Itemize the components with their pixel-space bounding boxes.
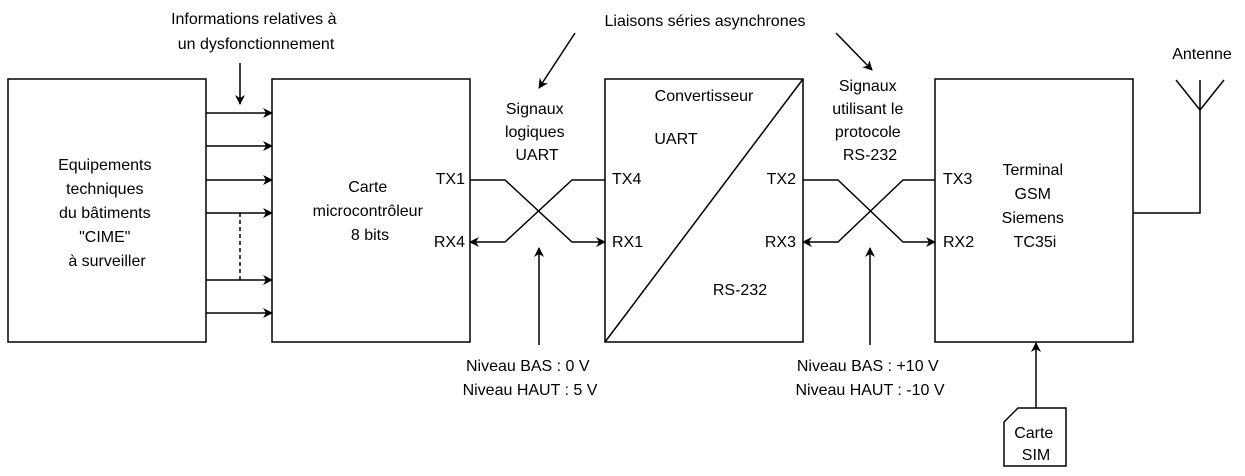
- signaux-rs232-label: Signaux utilisant le protocole RS-232: [832, 78, 908, 164]
- rs232-levels-label: Niveau BAS : +10 V Niveau HAUT : -10 V: [795, 358, 944, 399]
- equipements-label: Equipements techniques du bâtiments "CIM…: [58, 157, 156, 270]
- dysfonctionnement-annotation: Informations relatives à un dysfonctionn…: [171, 11, 341, 53]
- convertisseur-title: Convertisseur: [655, 88, 754, 105]
- terminal-gsm-label: Terminal GSM Siemens TC35i: [1002, 162, 1069, 251]
- uart-levels-label: Niveau BAS : 0 V Niveau HAUT : 5 V: [463, 358, 598, 399]
- convertisseur-rs232-label: RS-232: [713, 282, 767, 299]
- sim-card-icon: [1003, 407, 1067, 467]
- pin-tx2: TX2: [767, 171, 796, 188]
- convertisseur-diagonal: [604, 78, 804, 343]
- equipements-block: [7, 78, 207, 343]
- sim-card-label: Carte SIM: [1014, 425, 1058, 464]
- rs232-tx3-to-rx3-wire: [802, 179, 935, 247]
- carte-microcontroleur-label: Carte microcontrôleur 8 bits: [313, 179, 428, 244]
- pin-rx2: RX2: [943, 234, 974, 251]
- pin-tx4: TX4: [612, 171, 641, 188]
- liaisons-arrow-left: [538, 32, 576, 89]
- pin-rx3: RX3: [765, 234, 796, 251]
- antenna-icon: [1133, 79, 1225, 214]
- signaux-uart-label: Signaux logiques UART: [505, 101, 569, 164]
- input-signal-arrows: [206, 108, 273, 318]
- uart-tx4-to-rx4-wire: [469, 179, 605, 247]
- pin-rx4: RX4: [434, 234, 465, 251]
- pin-tx1: TX1: [436, 171, 465, 188]
- pin-rx1: RX1: [612, 234, 643, 251]
- convertisseur-uart-label: UART: [654, 131, 697, 148]
- terminal-gsm-block: [934, 78, 1134, 343]
- carte-microcontroleur-block: [271, 78, 471, 343]
- pin-tx3: TX3: [943, 171, 972, 188]
- antenne-label: Antenne: [1172, 46, 1232, 63]
- rs232-tx2-to-rx2-wire: [803, 179, 936, 247]
- liaisons-annotation: Liaisons séries asynchrones: [605, 13, 806, 30]
- liaisons-arrow-right: [835, 32, 873, 71]
